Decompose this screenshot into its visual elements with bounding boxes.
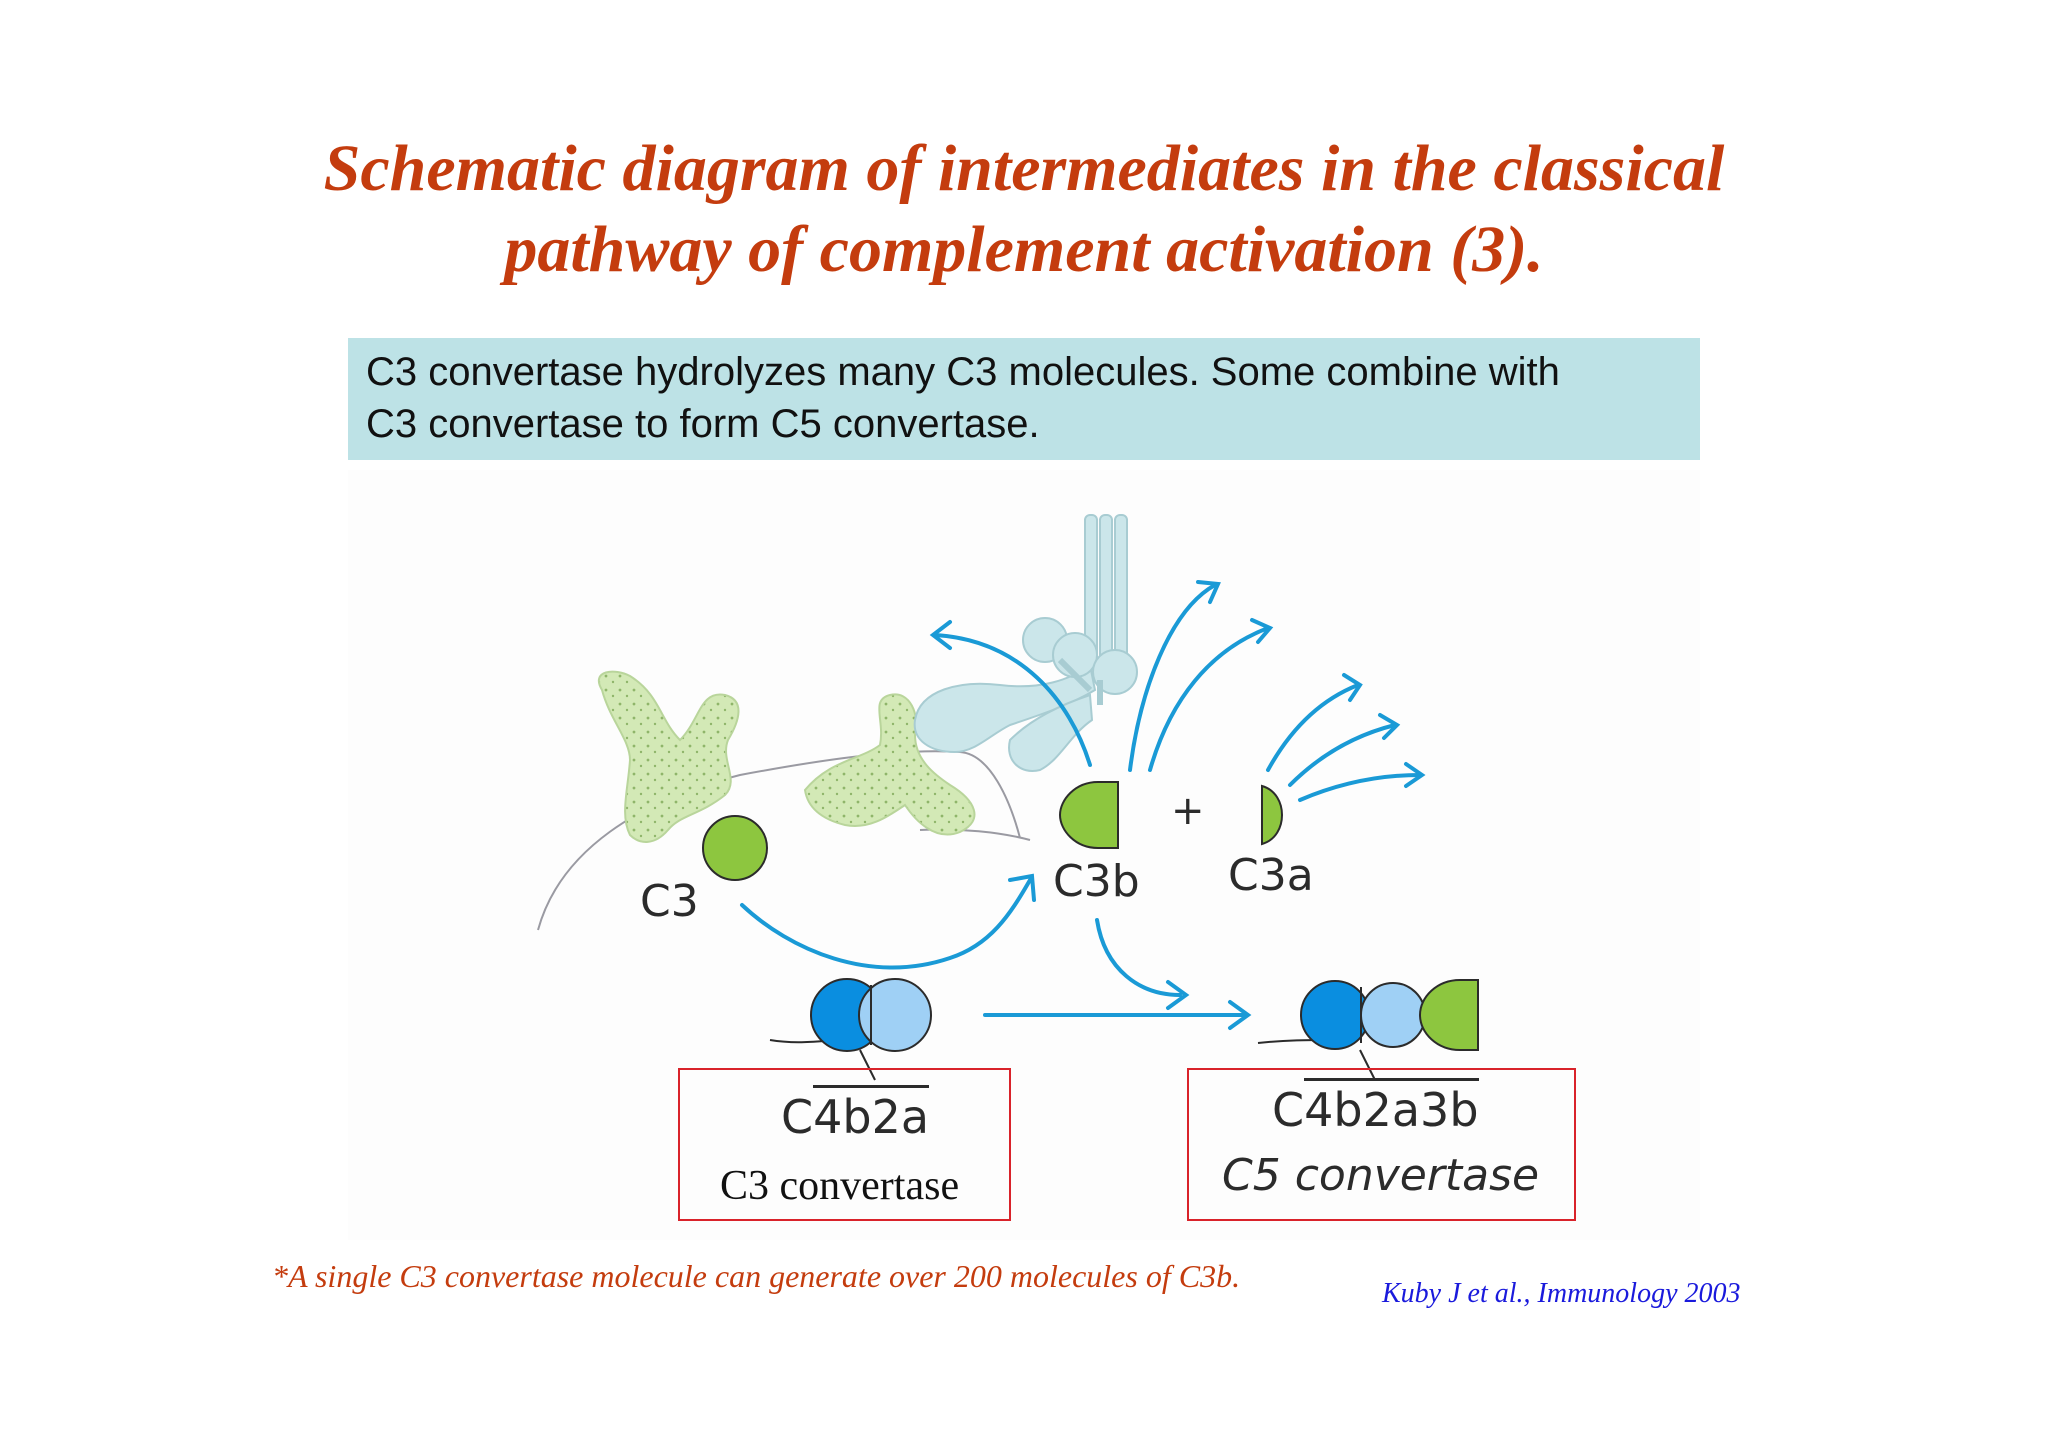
arrow-c3-to-c3b-head bbox=[1008, 873, 1036, 902]
info-box-line-1: C3 convertase hydrolyzes many C3 molecul… bbox=[366, 350, 1560, 394]
c3a-label: C3a bbox=[1228, 850, 1314, 901]
arrow-release-2 bbox=[1128, 583, 1217, 772]
arrow-c3b-down bbox=[1095, 918, 1182, 997]
footnote: *A single C3 convertase molecule can gen… bbox=[272, 1258, 1241, 1294]
c4b2a-label-prefix: C bbox=[781, 1090, 814, 1144]
c3b-molecule bbox=[1058, 781, 1119, 849]
c4b2a-label-overlined: 4b2a bbox=[813, 1085, 930, 1144]
arrow-c3b-down-head bbox=[1166, 980, 1190, 1010]
info-box-line-2: C3 convertase to form C5 convertase. bbox=[366, 402, 1040, 446]
arrow-c3-to-c3b bbox=[740, 878, 1032, 970]
arrow-c3a-2 bbox=[1288, 723, 1397, 787]
c3-label: C3 bbox=[640, 876, 699, 927]
c4b2a3b-label: C4b2a3b bbox=[1272, 1078, 1479, 1137]
plus-sign: + bbox=[1171, 788, 1205, 834]
c3b-label: C3b bbox=[1053, 856, 1140, 907]
arrows bbox=[740, 580, 1426, 1030]
c5-convertase-label: C5 convertase bbox=[1222, 1150, 1540, 1201]
arrow-release-2-head bbox=[1196, 580, 1221, 604]
arrow-c3a-3 bbox=[1298, 773, 1422, 802]
c4b2a3b-molecule bbox=[1257, 979, 1479, 1081]
arrow-c3a-1 bbox=[1266, 683, 1360, 772]
c3-convertase-label-box bbox=[678, 1068, 1011, 1221]
arrow-release-3-head bbox=[1250, 618, 1274, 644]
figure-background bbox=[348, 470, 1700, 1240]
c3-molecule bbox=[702, 815, 768, 881]
arrow-c3a-1-head bbox=[1342, 673, 1363, 702]
title-line-2: pathway of complement activation (3). bbox=[504, 213, 1544, 286]
c4b2a-label: C4b2a bbox=[781, 1085, 930, 1144]
citation: Kuby J et al., Immunology 2003 bbox=[1382, 1278, 1741, 1309]
cell-membrane bbox=[537, 750, 1021, 931]
title-line-1: Schematic diagram of intermediates in th… bbox=[323, 132, 1725, 205]
c4b2a-molecule bbox=[769, 978, 932, 1081]
c1-complex bbox=[913, 514, 1138, 772]
arrow-release-3 bbox=[1148, 626, 1270, 772]
antibody-left bbox=[597, 670, 740, 843]
slide-title: Schematic diagram of intermediates in th… bbox=[0, 128, 2048, 290]
antibody-right bbox=[803, 693, 976, 836]
arrow-c3a-2-head bbox=[1378, 713, 1401, 740]
c3a-molecule bbox=[1261, 784, 1284, 846]
arrow-c3a-3-head bbox=[1404, 762, 1426, 788]
c4b2a3b-label-overlined: 4b2a3b bbox=[1304, 1078, 1479, 1137]
arrow-release-1-head bbox=[929, 620, 952, 650]
arrow-convertase-head bbox=[1228, 1000, 1252, 1030]
c3-convertase-label: C3 convertase bbox=[720, 1163, 960, 1209]
c5-convertase-label-box bbox=[1187, 1068, 1576, 1221]
arrow-release-1 bbox=[933, 633, 1092, 767]
c4b2a3b-label-prefix: C bbox=[1272, 1083, 1305, 1137]
info-box: C3 convertase hydrolyzes many C3 molecul… bbox=[348, 338, 1700, 460]
